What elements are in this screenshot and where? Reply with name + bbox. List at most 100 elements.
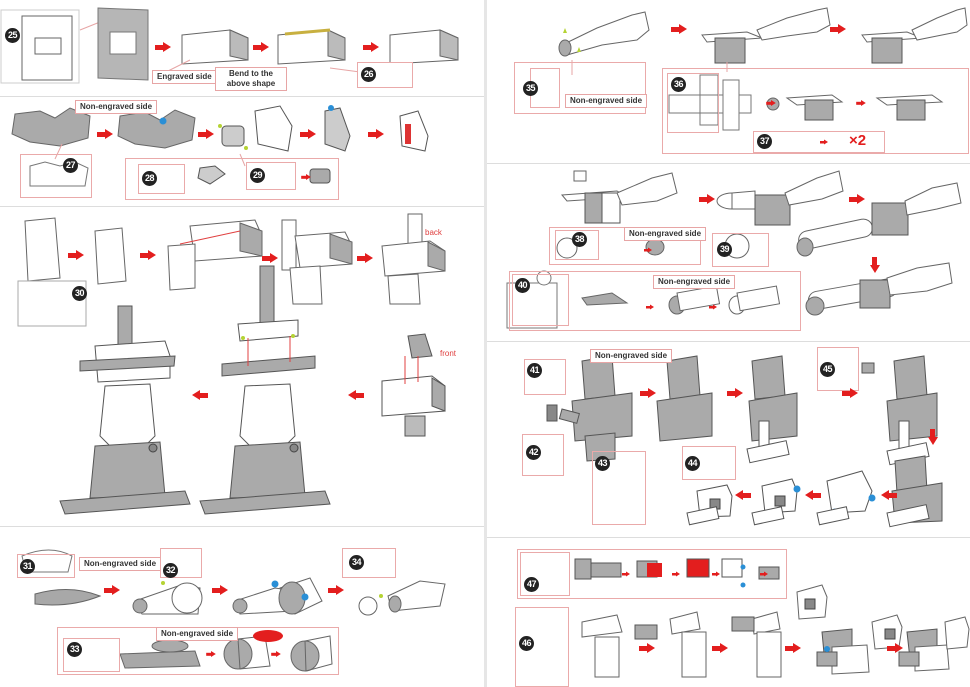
panel-46-47-drawing xyxy=(574,558,970,678)
completed-assembly-right xyxy=(199,265,331,515)
bend-shape-label: Bend to the above shape xyxy=(215,67,287,91)
step-35-box: 35 xyxy=(523,68,560,108)
arrow-right-icon xyxy=(253,42,269,52)
step-38-badge: 38 xyxy=(572,232,587,247)
gray-part-27 xyxy=(11,107,91,147)
arrow-down-icon xyxy=(929,429,937,445)
back-label: back xyxy=(425,228,442,237)
arrow-right-icon xyxy=(760,571,768,577)
step-30-badge: 30 xyxy=(72,286,87,301)
step-40-badge: 40 xyxy=(515,278,530,293)
step-26-badge: 26 xyxy=(361,67,376,82)
step-29-box: 29 xyxy=(246,162,296,190)
multiplier-x2: ×2 xyxy=(849,132,867,149)
arrow-right-icon xyxy=(727,388,743,398)
step-42-inset: 42 xyxy=(522,434,564,476)
front-subassembly xyxy=(381,333,446,437)
arrow-right-icon xyxy=(856,99,866,106)
page-gutter xyxy=(484,0,487,687)
arrow-right-icon xyxy=(830,24,846,34)
panel-41-45-drawing xyxy=(546,355,943,528)
panel-25-26-drawing xyxy=(0,7,459,84)
arrow-right-icon xyxy=(849,194,865,204)
arrow-left-icon xyxy=(348,391,364,399)
step-40-inset: 40 Non-engraved side xyxy=(509,271,801,331)
step-34-badge: 34 xyxy=(349,555,364,570)
step-39-badge: 39 xyxy=(717,242,732,257)
arrow-left-icon xyxy=(805,491,821,499)
step-33-box: 33 xyxy=(63,638,120,672)
step-41-badge: 41 xyxy=(527,363,542,378)
step-27-inset: 27 xyxy=(20,154,92,198)
arrow-right-icon xyxy=(699,194,715,204)
right-page: 35 Non-engraved side 36 37 ×2 xyxy=(487,0,970,687)
non-engraved-side-label: Non-engraved side xyxy=(624,227,707,241)
step-37-badge: 37 xyxy=(757,134,772,149)
arrow-right-icon xyxy=(363,42,379,52)
arrow-left-icon xyxy=(735,491,751,499)
arrow-down-icon xyxy=(871,257,879,273)
arrow-right-icon xyxy=(820,139,828,145)
step-45-badge: 45 xyxy=(820,362,835,377)
red-ellipse-part xyxy=(253,630,283,642)
step-33-inset: 33 Non-engraved side xyxy=(57,627,339,675)
arrow-right-icon xyxy=(271,650,281,658)
step-43-badge: 43 xyxy=(595,456,610,471)
step-27-badge: 27 xyxy=(63,158,78,173)
non-engraved-side-label: Non-engraved side xyxy=(75,100,158,114)
arrow-right-icon xyxy=(887,643,903,653)
gray-part-31 xyxy=(34,588,102,606)
arrow-left-icon xyxy=(192,391,208,399)
step-28-29-inset: 28 29 xyxy=(125,158,339,200)
panel-38-40-drawing xyxy=(506,170,962,329)
arrow-left-icon xyxy=(881,491,897,499)
step-45-inset: 45 xyxy=(817,347,859,391)
step-26-inset: 26 xyxy=(357,62,413,88)
engraved-side-label: Engraved side xyxy=(152,70,217,84)
arrow-right-icon xyxy=(262,253,278,263)
non-engraved-side-label: Non-engraved side xyxy=(79,557,162,571)
arrow-right-icon xyxy=(712,643,728,653)
step-40-box: 40 xyxy=(512,274,569,326)
completed-assembly-left xyxy=(59,305,191,515)
arrow-right-icon xyxy=(198,129,214,139)
arrow-right-icon xyxy=(672,571,680,577)
step-38-box: 38 xyxy=(555,230,599,260)
step-46-inset: 46 xyxy=(515,607,569,687)
panel-step-38-40: 38 Non-engraved side 39 40 Non-engraved … xyxy=(487,163,970,342)
arrow-right-icon xyxy=(97,129,113,139)
non-engraved-side-label: Non-engraved side xyxy=(565,94,648,108)
panel-step-46-47: 47 46 xyxy=(487,537,970,687)
arrow-right-icon xyxy=(328,585,344,595)
step-43-inset: 43 xyxy=(592,451,646,525)
non-engraved-side-label: Non-engraved side xyxy=(156,627,239,641)
step-44-badge: 44 xyxy=(685,456,700,471)
blue-marker xyxy=(271,580,279,588)
front-label: front xyxy=(440,349,457,358)
arrow-right-icon xyxy=(368,129,384,139)
arrow-right-icon xyxy=(301,174,311,180)
arrow-right-icon xyxy=(206,650,216,658)
arrow-right-icon xyxy=(639,643,655,653)
step-47-badge: 47 xyxy=(524,577,539,592)
step-32-inset: 32 xyxy=(160,548,202,578)
arrow-right-icon xyxy=(140,250,156,260)
blue-marker xyxy=(328,105,334,111)
arrow-right-icon xyxy=(212,585,228,595)
step-36-box: 36 xyxy=(667,73,719,133)
arrow-right-icon xyxy=(357,253,373,263)
panel-step-27-29: Non-engraved side 27 28 29 xyxy=(0,96,484,207)
arrow-right-icon xyxy=(671,24,687,34)
panel-30-drawing xyxy=(17,213,446,515)
panel-27-29-drawing xyxy=(11,105,429,187)
step-36-inset: 36 37 ×2 xyxy=(662,68,969,154)
step-41-inset: 41 xyxy=(524,359,566,395)
panel-step-35-37: 35 Non-engraved side 36 37 ×2 xyxy=(487,0,970,164)
step-36-badge: 36 xyxy=(671,77,686,92)
panel-31-34-drawing xyxy=(21,549,446,672)
non-engraved-side-label: Non-engraved side xyxy=(653,275,736,289)
arrow-right-icon xyxy=(646,304,654,310)
panel-35-37-drawing xyxy=(558,7,968,131)
leader-line xyxy=(79,21,101,31)
arrow-right-icon xyxy=(785,643,801,653)
